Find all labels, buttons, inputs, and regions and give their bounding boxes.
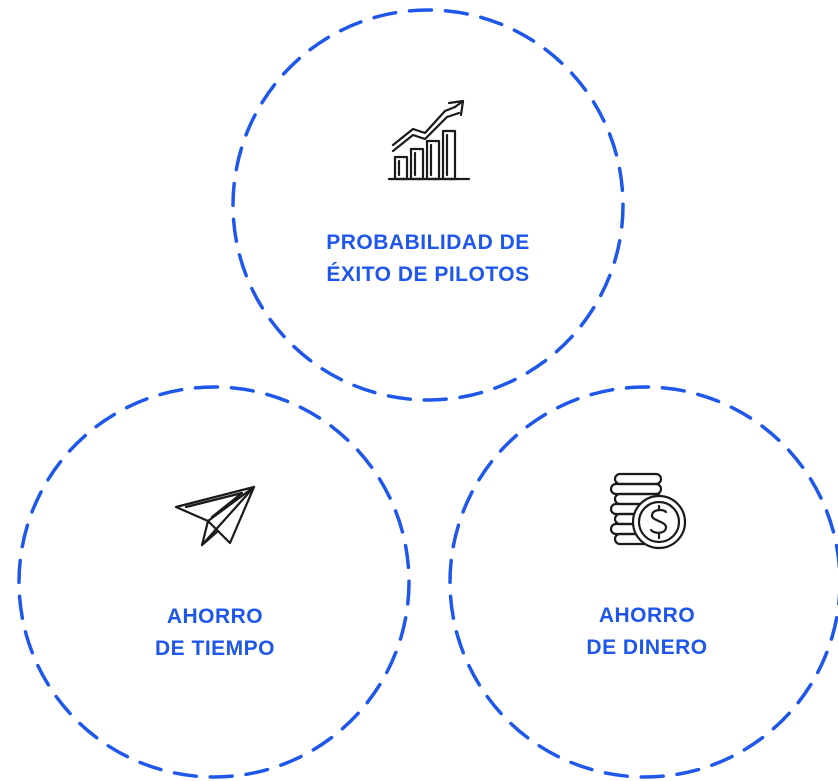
label-line: DE DINERO bbox=[586, 636, 708, 659]
node-money-savings: AHORRO DE DINERO bbox=[487, 472, 807, 664]
growth-chart-icon bbox=[387, 99, 471, 181]
circle-right bbox=[448, 385, 838, 779]
coins-dollar-icon bbox=[609, 472, 687, 550]
label-line: PROBABILIDAD DE bbox=[326, 231, 530, 254]
label-line: AHORRO bbox=[166, 605, 264, 628]
label-line: ÉXITO DE PILOTOS bbox=[326, 263, 530, 286]
node-success-probability: PROBABILIDAD DE ÉXITO DE PILOTOS bbox=[268, 95, 588, 291]
node-time-savings: AHORRO DE TIEMPO bbox=[55, 485, 375, 665]
node-label: AHORRO DE DINERO bbox=[586, 600, 707, 664]
circle-left bbox=[17, 385, 411, 779]
node-label: AHORRO DE TIEMPO bbox=[155, 601, 275, 665]
node-label: PROBABILIDAD DE ÉXITO DE PILOTOS bbox=[326, 227, 530, 291]
label-line: AHORRO bbox=[598, 604, 696, 627]
circle-top bbox=[231, 8, 625, 402]
paper-plane-icon bbox=[174, 485, 256, 547]
label-line: DE TIEMPO bbox=[154, 637, 275, 660]
